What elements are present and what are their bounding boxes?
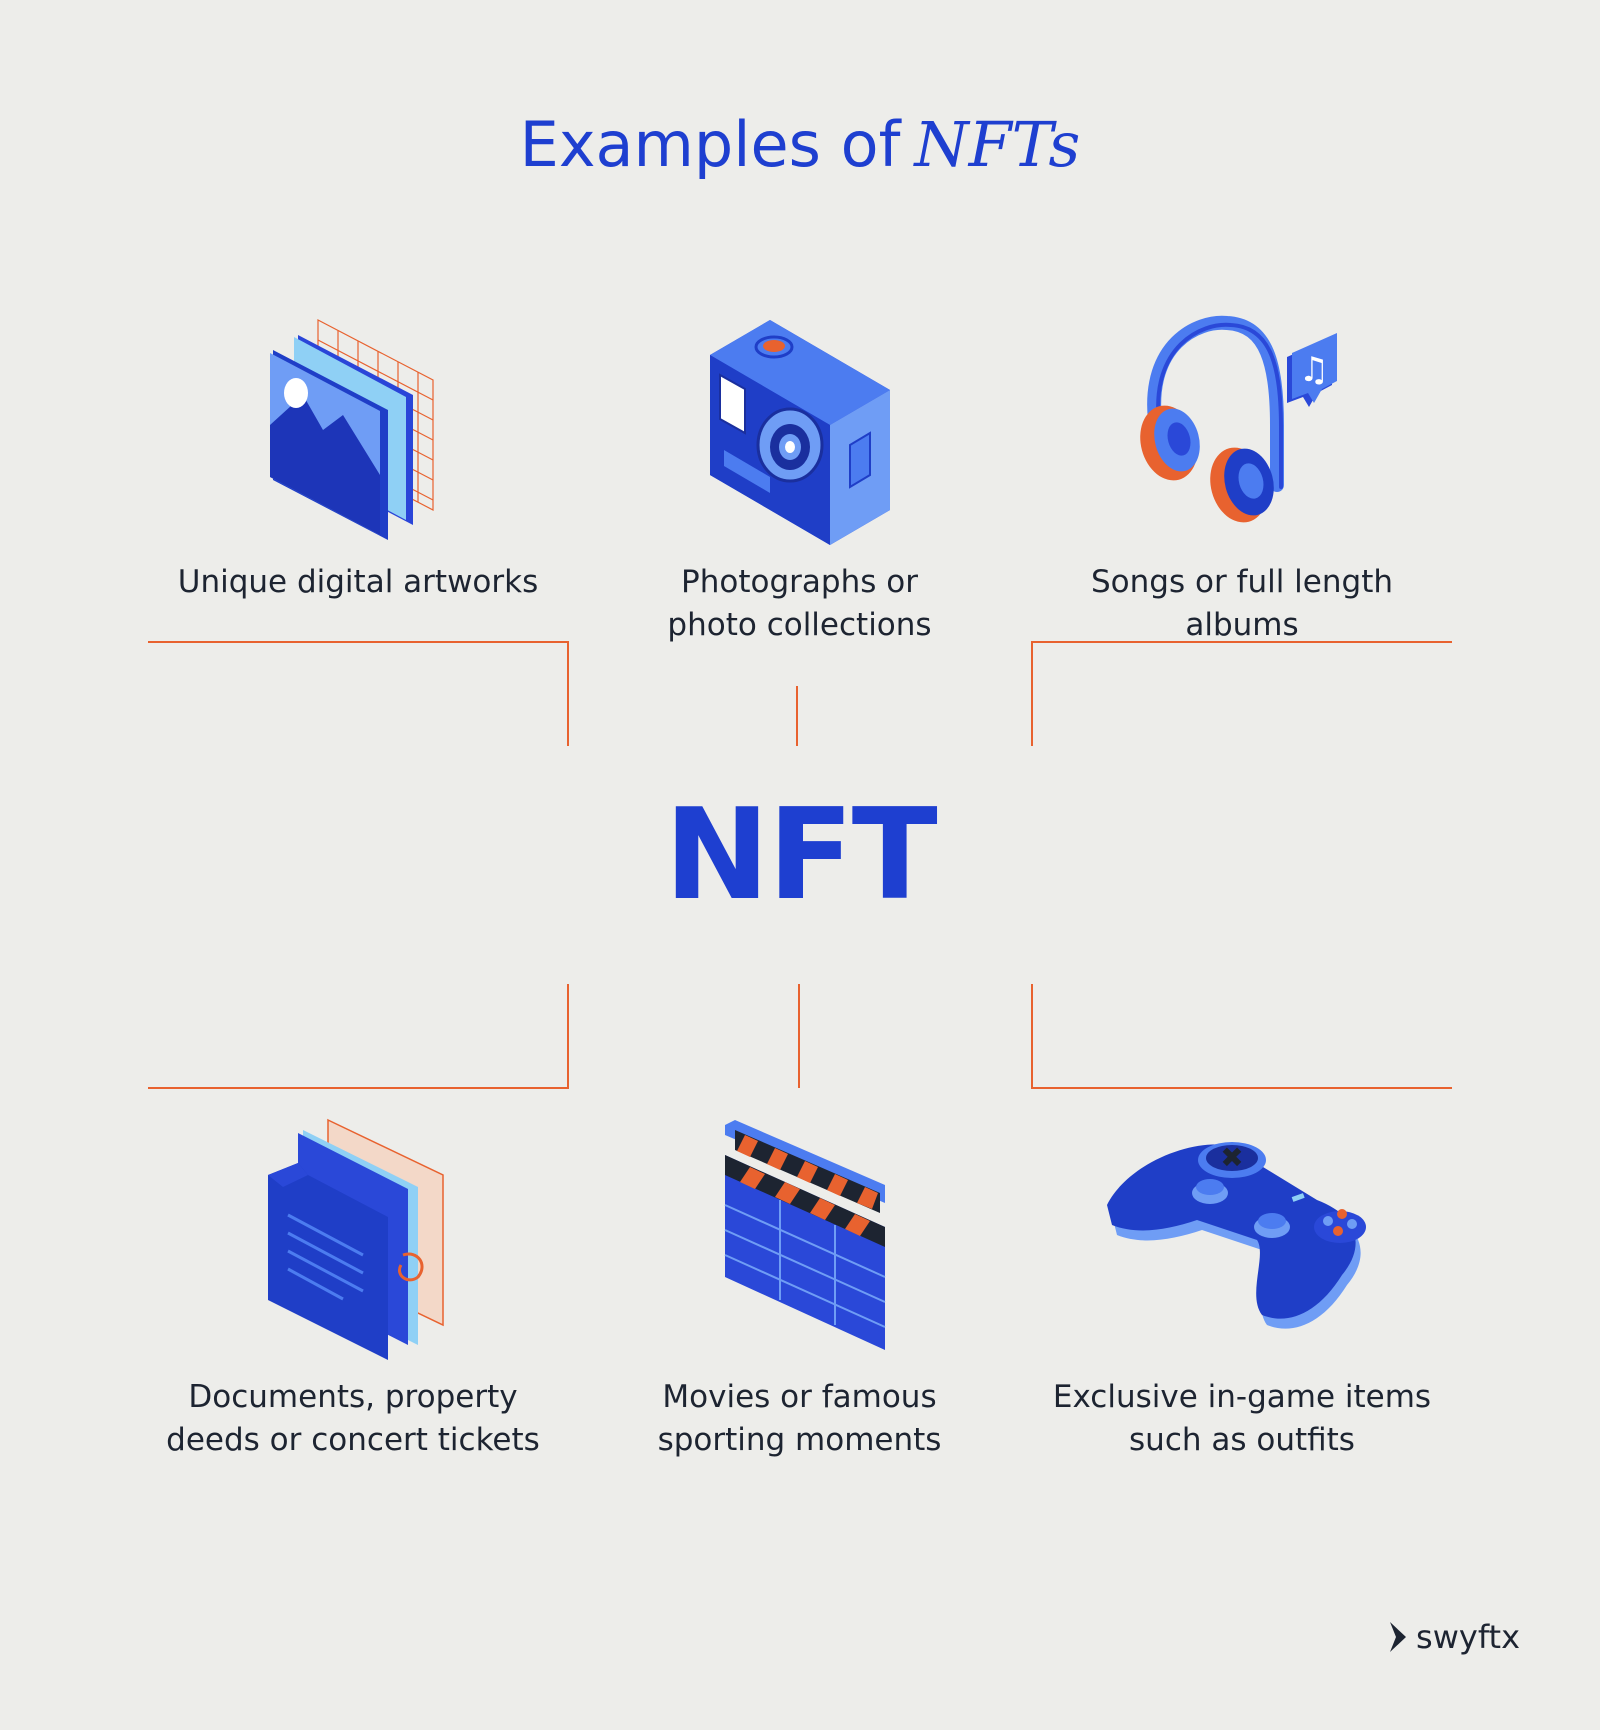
brand-logo: swyftx xyxy=(1386,1618,1520,1656)
connector-top-left xyxy=(148,641,569,746)
item-label: Movies or famous sporting moments xyxy=(657,1379,942,1458)
document-icon xyxy=(268,1118,444,1360)
item-headphones: ♫ Songs or full length albums xyxy=(1032,315,1452,647)
camera-icon xyxy=(709,320,890,545)
item-label: Unique digital artworks xyxy=(177,564,539,600)
svg-text:✖: ✖ xyxy=(1220,1141,1243,1174)
connector-bottom-left xyxy=(148,984,569,1089)
item-camera: Photographs or photo collections xyxy=(632,315,967,647)
item-gamepad: ✖ Exclusive in-game items such as outfit… xyxy=(1032,1115,1452,1462)
swyftx-arrow-icon xyxy=(1390,1622,1407,1652)
clapperboard-icon xyxy=(724,1120,885,1350)
item-label: Songs or full length albums xyxy=(1091,564,1393,643)
item-label: Exclusive in-game items such as outfits xyxy=(1052,1379,1432,1458)
item-clapperboard: Movies or famous sporting moments xyxy=(632,1115,967,1462)
headphones-icon: ♫ xyxy=(1140,315,1337,523)
nft-center-label: NFT xyxy=(664,781,937,928)
title-emphasis: NFTs xyxy=(914,108,1081,181)
item-label: Photographs or photo collections xyxy=(667,564,932,643)
brand-name: swyftx xyxy=(1416,1618,1520,1656)
gamepad-icon: ✖ xyxy=(1107,1141,1366,1329)
item-artwork: Unique digital artworks xyxy=(148,315,568,604)
title-prefix: Examples of xyxy=(519,108,901,181)
connector-top-right xyxy=(1031,641,1452,746)
item-label: Documents, property deeds or concert tic… xyxy=(166,1379,540,1458)
svg-text:♫: ♫ xyxy=(1299,350,1329,390)
artwork-icon xyxy=(270,319,434,540)
item-document: Documents, property deeds or concert tic… xyxy=(148,1115,558,1462)
connector-bottom-right xyxy=(1031,984,1452,1089)
